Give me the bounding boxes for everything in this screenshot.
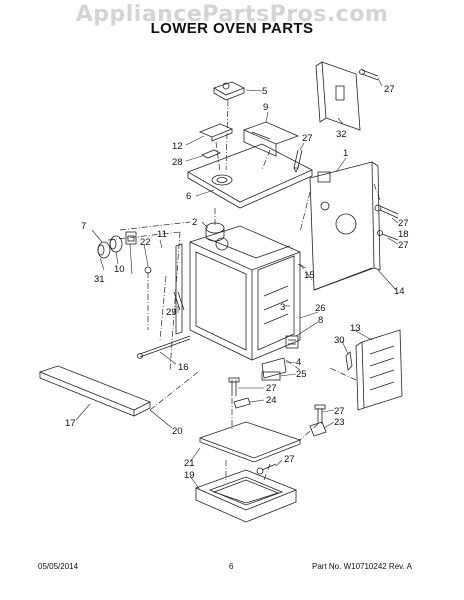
callout-14: 14: [394, 286, 405, 297]
callout-9: 9: [263, 102, 268, 113]
part-1-back-panel: [309, 161, 381, 291]
callout-24: 24: [266, 395, 277, 406]
callout-27-mid: 27: [266, 383, 277, 394]
callout-6: 6: [186, 191, 191, 202]
callout-18: 18: [398, 229, 409, 240]
callout-4: 4: [296, 357, 301, 368]
callout-25: 25: [296, 369, 307, 380]
callout-10: 10: [114, 264, 125, 275]
callout-29: 29: [166, 307, 177, 318]
part-4-hinge: [261, 357, 287, 379]
part-27-screw-upper-right: [359, 69, 379, 81]
callout-12: 12: [172, 141, 183, 152]
part-8-vent: [285, 335, 299, 349]
footer-part-number: Part No. W10710242 Rev. A: [312, 562, 412, 571]
callout-27-right-b: 27: [398, 240, 409, 251]
part-5-connector: [213, 81, 245, 101]
callout-21: 21: [184, 458, 195, 469]
part-19-drawer: [194, 469, 298, 523]
callout-31: 31: [94, 274, 105, 285]
part-17-front-trim: [38, 365, 151, 417]
part-13-side-panel: [355, 329, 403, 411]
part-16-rod: [137, 335, 191, 359]
callout-8: 8: [318, 315, 323, 326]
callout-23: 23: [334, 417, 345, 428]
part-27-screw-right: [377, 230, 399, 241]
callout-27-upper-right: 27: [384, 84, 395, 95]
callout-11: 11: [157, 229, 167, 240]
callout-27-right-a: 27: [398, 218, 409, 229]
assembly-lines: [107, 99, 381, 481]
footer-page-number: 6: [229, 562, 234, 571]
part-24-clip: [233, 397, 251, 409]
part-18-screw: [374, 204, 399, 219]
part-12-bracket: [198, 123, 234, 142]
part-27-screw-bottom: [256, 463, 277, 475]
callout-22: 22: [140, 237, 151, 248]
footer-date: 05/05/2014: [38, 562, 79, 571]
callout-1: 1: [343, 148, 348, 159]
part-27-screw-top: [293, 149, 303, 173]
callout-27-top: 27: [302, 133, 313, 144]
callout-13: 13: [350, 323, 361, 334]
callout-19: 19: [184, 470, 195, 481]
part-27-screw-mid: [228, 377, 240, 396]
part-32-rear-panel: [315, 61, 361, 131]
part-28-clip: [201, 149, 221, 159]
callout-17: 17: [65, 418, 76, 429]
part-27-screw-lower-right: [314, 404, 326, 424]
oven-cavity: [189, 225, 301, 361]
part-6-top-panel: [187, 143, 313, 209]
watermark: AppliancePartsPros.com: [75, 2, 389, 27]
part-31-switch: [125, 231, 137, 245]
page-title: LOWER OVEN PARTS: [150, 20, 314, 37]
part-7-knob: [97, 241, 111, 259]
callout-20: 20: [172, 426, 183, 437]
callout-26: 26: [315, 303, 326, 314]
callout-28: 28: [172, 157, 183, 168]
leader-lines: [75, 77, 399, 491]
callout-2: 2: [192, 217, 197, 228]
callout-5: 5: [262, 86, 267, 97]
callout-32: 32: [336, 129, 347, 140]
part-23-bracket: [309, 421, 327, 437]
callout-16: 16: [178, 362, 189, 373]
callout-30: 30: [334, 335, 345, 346]
callout-27-bottom: 27: [284, 454, 295, 465]
callout-3: 3: [280, 302, 285, 313]
callout-15: 15: [304, 270, 315, 281]
callout-labels: 5 9 12 28 27 32 27 1 6 2 27 18 27 14 15 …: [65, 84, 409, 481]
part-29-bracket: [173, 291, 185, 311]
callout-27-lower-right: 27: [334, 406, 345, 417]
part-30-clip: [345, 351, 353, 371]
part-9-vent-bracket: [242, 121, 300, 157]
part-11-side-trim: [175, 243, 183, 335]
callout-7: 7: [81, 221, 86, 232]
